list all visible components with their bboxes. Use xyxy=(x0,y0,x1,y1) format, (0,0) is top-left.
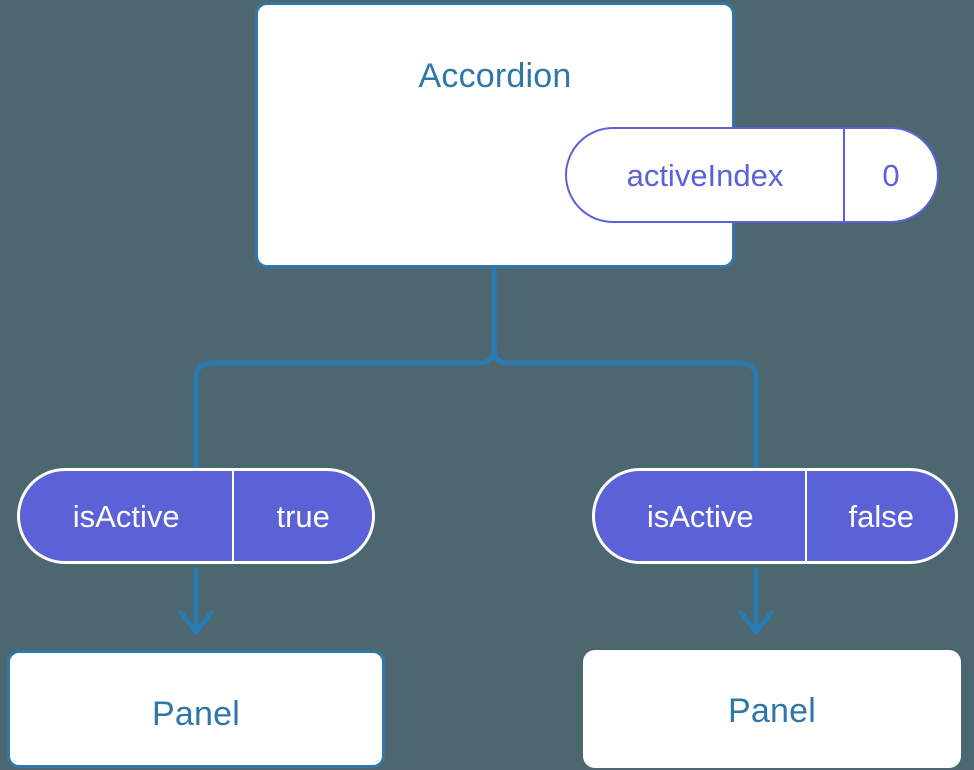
arrow-head-right-icon xyxy=(738,610,774,635)
prop-pill-isactive-true[interactable]: isActive true xyxy=(17,468,375,564)
state-key-label: activeIndex xyxy=(626,157,784,193)
panel-component-box-left[interactable]: Panel xyxy=(7,650,385,768)
state-value-label: 0 xyxy=(843,129,937,221)
prop-key-label-left: isActive xyxy=(72,498,180,534)
connector-branch-right xyxy=(491,345,759,471)
state-pill-activeindex[interactable]: activeIndex 0 xyxy=(565,127,939,223)
prop-key-label-right: isActive xyxy=(646,498,754,534)
accordion-component-box[interactable]: Accordion activeIndex 0 xyxy=(255,2,939,268)
panel-component-box-right[interactable]: Panel xyxy=(583,650,961,768)
panel-title-right: Panel xyxy=(728,692,816,730)
panel-title-left: Panel xyxy=(152,695,240,733)
prop-pill-isactive-false[interactable]: isActive false xyxy=(592,468,958,564)
accordion-title: Accordion xyxy=(418,57,572,95)
prop-value-label-right: false xyxy=(805,471,955,561)
connector-branch-left xyxy=(193,345,497,471)
prop-value-label-left: true xyxy=(232,471,372,561)
arrow-head-left-icon xyxy=(178,610,214,635)
